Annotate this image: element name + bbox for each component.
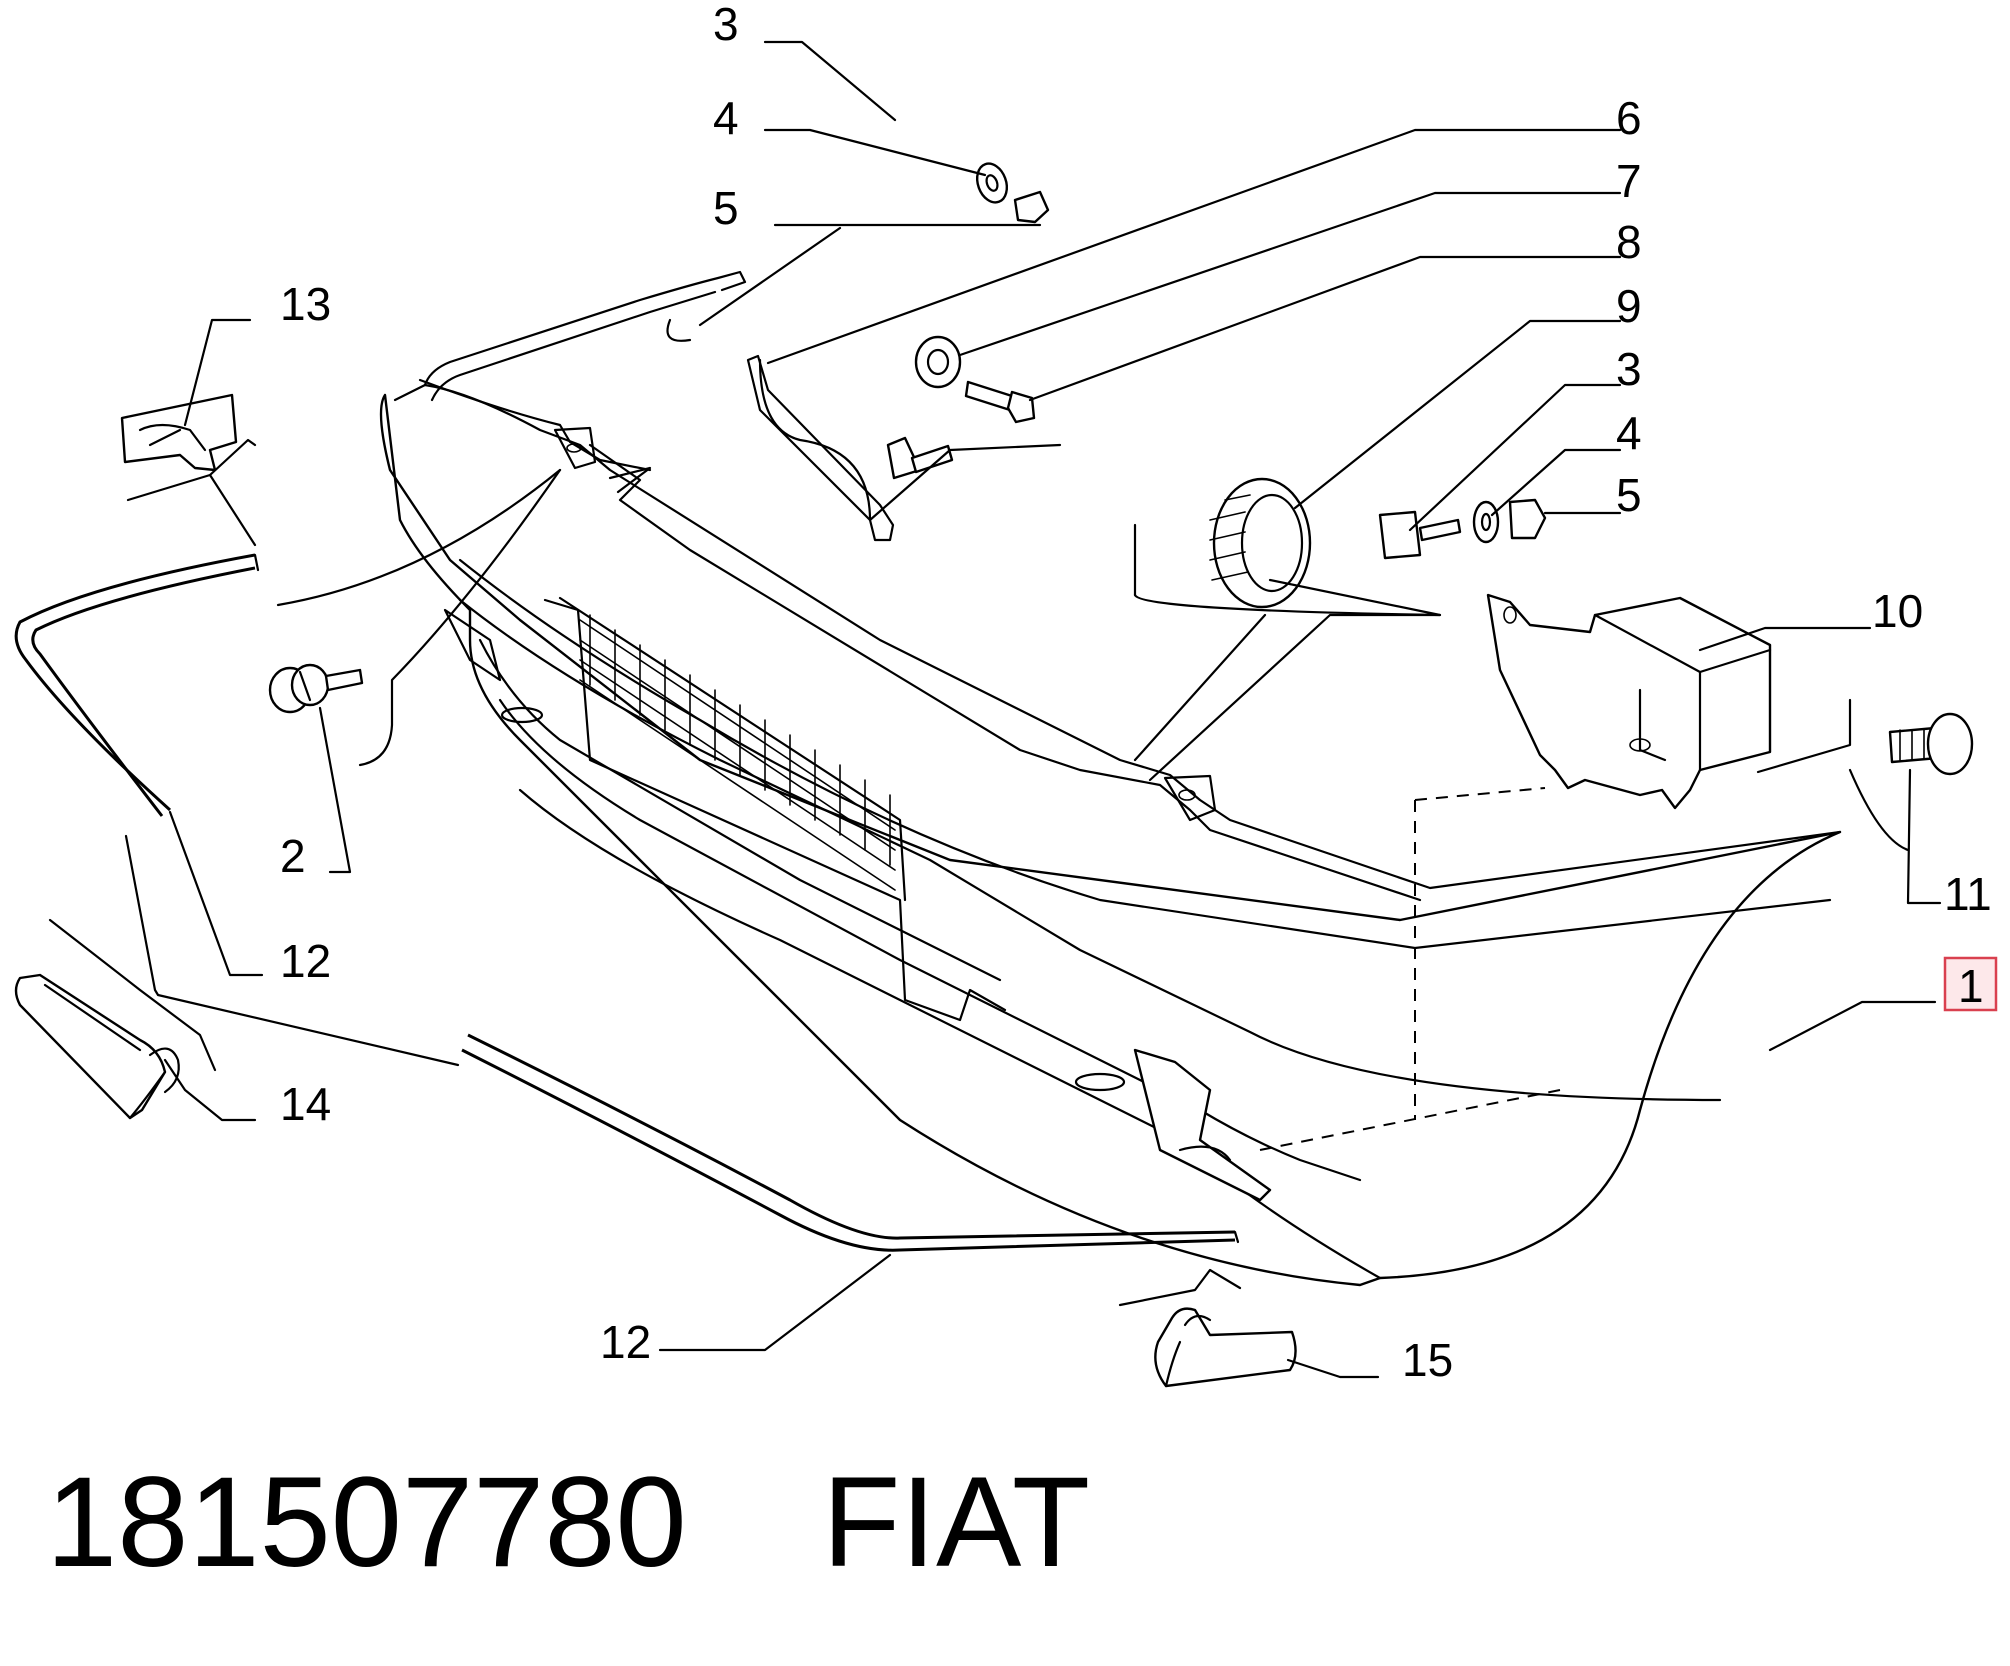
part-number: 181507780 xyxy=(46,1451,687,1594)
callout-1: 1 xyxy=(1958,960,1984,1012)
callout-labels: 3 4 5 6 7 8 9 3 4 5 10 11 1 13 2 12 14 1… xyxy=(280,0,1998,1386)
upper-seal-strip xyxy=(423,270,747,402)
bumper-body xyxy=(379,378,1842,1287)
callout-10: 10 xyxy=(1872,585,1923,637)
bolt-set-right xyxy=(1378,498,1547,560)
callout-2: 2 xyxy=(280,830,306,882)
side-trim-strip-left xyxy=(14,553,260,817)
clip-part-13 xyxy=(120,393,238,472)
bracket-bar-part-6 xyxy=(746,354,895,542)
callout-4-top: 4 xyxy=(713,92,739,144)
bolt-set-top xyxy=(886,162,1050,480)
callout-5-right: 5 xyxy=(1616,469,1642,521)
bolt-part-8 xyxy=(964,380,1036,424)
leader-lines xyxy=(48,40,1942,1379)
push-clip-part-11 xyxy=(1888,712,1974,776)
callout-3-top: 3 xyxy=(713,0,739,50)
callout-11: 11 xyxy=(1944,868,1992,920)
screw-part-2 xyxy=(268,663,364,714)
connector-part-9 xyxy=(1209,477,1312,609)
callout-9: 9 xyxy=(1616,280,1642,332)
callout-1-highlight xyxy=(1943,956,1998,1012)
callout-14: 14 xyxy=(280,1078,331,1130)
callout-15: 15 xyxy=(1402,1334,1453,1386)
brand-name: FIAT xyxy=(822,1451,1091,1594)
callout-5-top: 5 xyxy=(713,182,739,234)
clip-part-14 xyxy=(14,973,180,1120)
clip-part-15 xyxy=(1154,1307,1297,1388)
callout-6: 6 xyxy=(1616,92,1642,144)
callout-13: 13 xyxy=(280,278,331,330)
callout-4-right: 4 xyxy=(1616,407,1642,459)
part-caption: 181507780 FIAT xyxy=(46,1448,1090,1598)
callout-8: 8 xyxy=(1616,216,1642,268)
washer-part-7 xyxy=(914,335,962,389)
lower-trim-strip xyxy=(461,1033,1240,1252)
grille-hatch xyxy=(579,614,896,891)
callout-12-left: 12 xyxy=(280,935,331,987)
callout-3-right: 3 xyxy=(1616,343,1642,395)
bracket-part-10 xyxy=(1486,593,1772,810)
callout-7: 7 xyxy=(1616,155,1642,207)
callout-12-bottom: 12 xyxy=(600,1316,651,1368)
